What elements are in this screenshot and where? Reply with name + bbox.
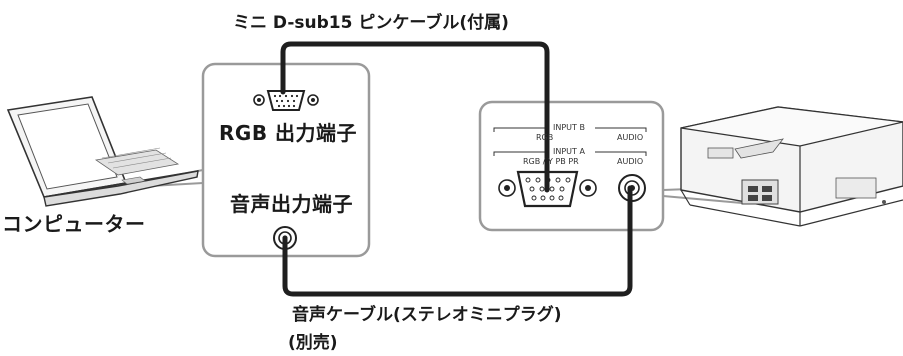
audio-cable-label: 音声ケーブル(ステレオミニプラグ) — [292, 305, 562, 325]
callout-line — [662, 195, 743, 204]
sold-separately-label: (別売) — [288, 333, 338, 353]
input-b-label: INPUT B — [553, 123, 585, 132]
rgb-output-connector-icon — [253, 90, 319, 111]
projector-icon — [680, 106, 903, 227]
audio-output-label: 音声出力端子 — [230, 192, 353, 216]
input-a-label: INPUT A — [553, 147, 585, 156]
vga-cable — [280, 41, 550, 193]
input-b-rgb-label: RGB — [536, 133, 554, 142]
projector-input-panel — [478, 100, 665, 232]
computer-label: コンピューター — [2, 212, 146, 236]
vga-cable-label: ミニ D-sub15 ピンケーブル(付属) — [233, 13, 509, 33]
audio-cable — [282, 185, 633, 297]
laptop-icon — [6, 96, 199, 207]
input-b-audio-label: AUDIO — [617, 133, 644, 142]
rgb-output-label: RGB 出力端子 — [219, 121, 358, 145]
input-panel-frame-lines — [493, 127, 647, 156]
input-a-audio-label: AUDIO — [617, 157, 644, 166]
input-a-rgb-label: RGB / Y PB PR — [523, 157, 579, 166]
